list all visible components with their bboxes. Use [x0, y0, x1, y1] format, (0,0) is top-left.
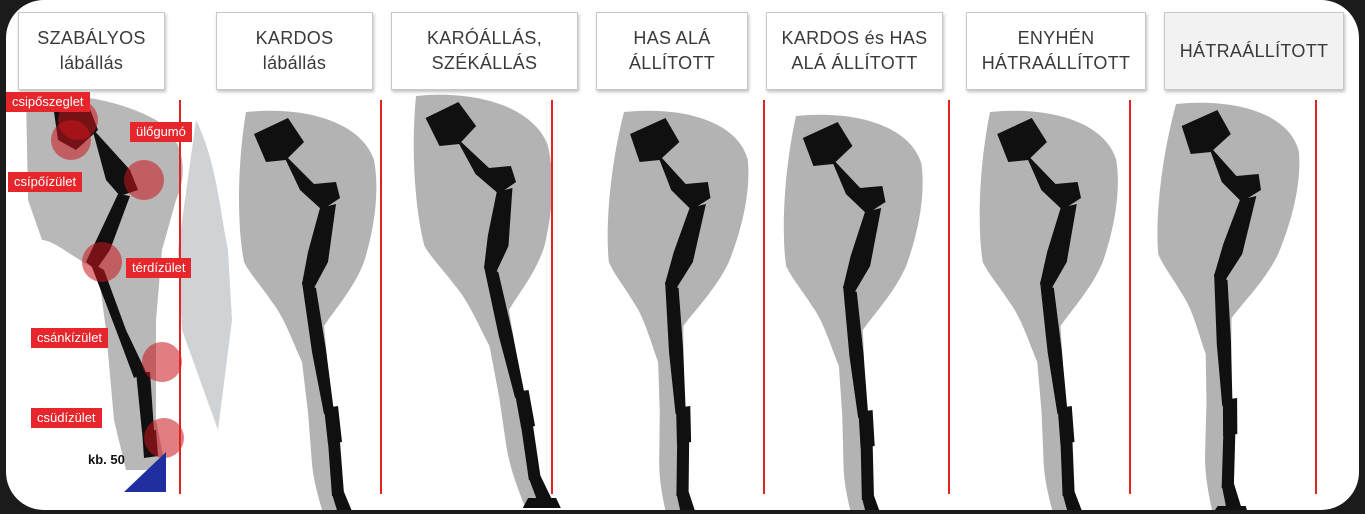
column-header-post-legged: KARÓÁLLÁS, SZÉKÁLLÁS [391, 12, 578, 90]
label-stifle: térdízület [126, 258, 191, 278]
label-hock: csánkízület [31, 328, 108, 348]
leg-bone-2-7 [522, 498, 561, 508]
column-header-regular: SZABÁLYOS lábállás [18, 12, 165, 90]
joint-highlight-1 [124, 160, 164, 200]
joint-highlight-2 [82, 242, 122, 282]
leg-figure-3 [581, 111, 755, 510]
diagram-panel: SZABÁLYOS lábállás KARDOS lábállás KARÓÁ… [6, 0, 1359, 510]
joint-highlight-4 [144, 418, 184, 458]
leg-figure-1 [239, 111, 376, 510]
leg-figure-6 [1126, 103, 1307, 510]
column-header-sickle-and-camped-under: KARDOS és HAS ALÁ ÁLLÍTOTT [766, 12, 943, 90]
column-header-camped-out: HÁTRAÁLLÍTOTT [1164, 12, 1344, 90]
leg-figure-2 [409, 95, 575, 508]
label-hip-point: csipőszeglet [6, 92, 90, 112]
column-header-sickle-hocked: KARDOS lábállás [216, 12, 373, 90]
column-header-camped-under: HAS ALÁ ÁLLÍTOTT [596, 12, 748, 90]
label-hip-joint: csípőízület [8, 172, 82, 192]
hoof-angle-note: kb. 50 [88, 452, 125, 467]
leg-figure-5 [969, 111, 1121, 510]
leg-figure-4 [767, 115, 926, 510]
column-header-slightly-camped-out: ENYHÉN HÁTRAÁLLÍTOTT [966, 12, 1146, 90]
joint-highlight-3 [142, 342, 182, 382]
label-fetlock: csüdízület [31, 408, 102, 428]
label-seat-bone: ülőgumó [130, 122, 192, 142]
